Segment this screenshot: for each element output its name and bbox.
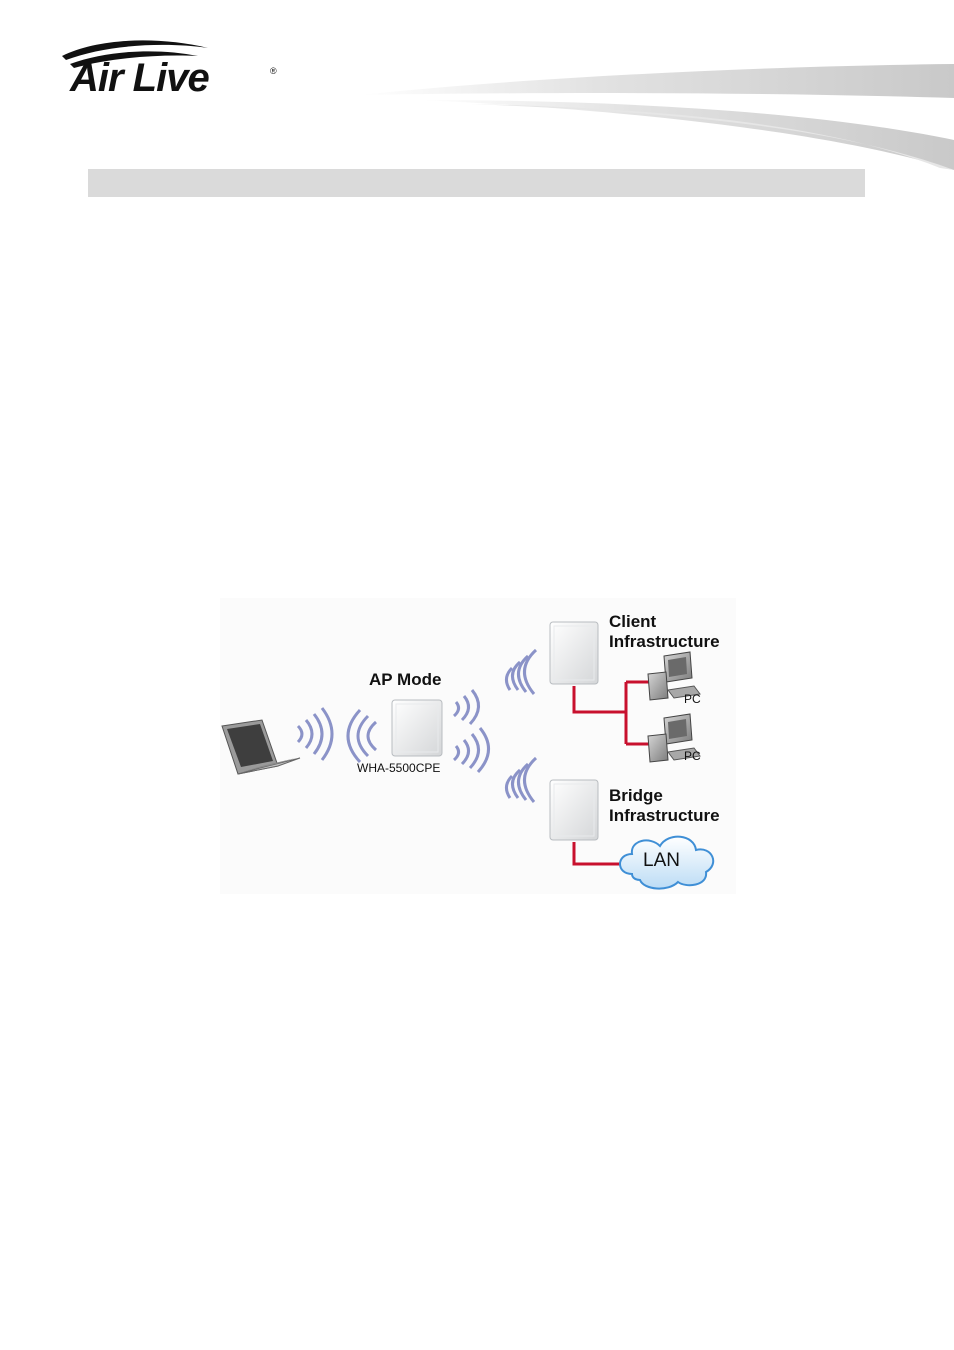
pc-label: PC bbox=[684, 749, 701, 763]
signal-waves-icon bbox=[452, 727, 538, 803]
ap-mode-label: AP Mode bbox=[369, 670, 442, 689]
airlive-logo-swoosh-icon bbox=[62, 40, 208, 68]
airlive-logo: Air Live bbox=[70, 56, 210, 100]
header-swoosh bbox=[360, 64, 954, 170]
laptop-icon bbox=[221, 719, 301, 775]
ap-model-label: WHA-5500CPE bbox=[357, 761, 441, 775]
section-header-bar bbox=[88, 169, 865, 197]
pc-icon bbox=[647, 651, 701, 701]
registered-mark: ® bbox=[270, 66, 277, 76]
pc-label: PC bbox=[684, 692, 701, 706]
signal-waves-icon bbox=[296, 707, 378, 764]
ap-device-icon bbox=[391, 699, 443, 757]
client-label-line1: Client bbox=[609, 612, 657, 631]
client-label-line2: Infrastructure bbox=[609, 632, 720, 651]
ap-mode-diagram: AP Mode WHA-5500CPE Client Infrastructur… bbox=[220, 598, 736, 894]
client-device-icon bbox=[549, 621, 599, 685]
bridge-device-icon bbox=[549, 779, 599, 841]
signal-waves-icon bbox=[452, 648, 538, 726]
bridge-label-line2: Infrastructure bbox=[609, 806, 720, 825]
lan-label: LAN bbox=[643, 850, 680, 871]
network-cables bbox=[572, 680, 652, 866]
bridge-label-line1: Bridge bbox=[609, 786, 663, 805]
lan-cloud-icon bbox=[619, 835, 715, 890]
diagram-graphics bbox=[221, 621, 715, 890]
pc-icon bbox=[647, 713, 701, 763]
